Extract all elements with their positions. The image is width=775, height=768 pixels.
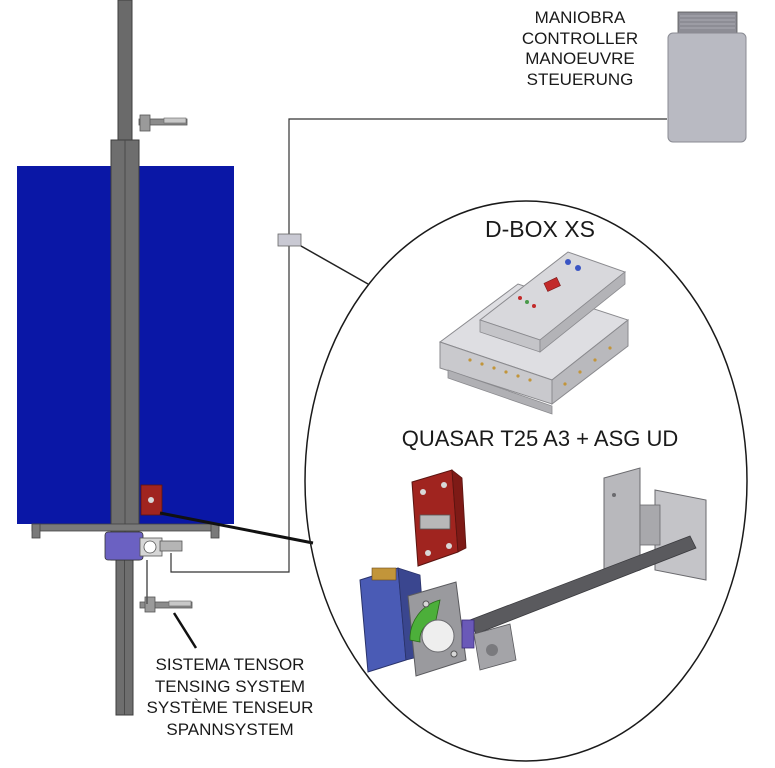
tensing-label-de: SPANNSYSTEM	[166, 719, 294, 739]
detail-callout-ellipse	[304, 200, 748, 762]
controller-label: MANIOBRA CONTROLLER MANOEUVRE STEUERUNG	[505, 8, 655, 91]
control-cable	[170, 118, 667, 573]
lower-tensing-clamp	[139, 596, 193, 613]
leader-line-bracket	[159, 511, 314, 545]
pole-red-bracket	[140, 484, 163, 516]
controller-label-de: STEUERUNG	[526, 70, 634, 90]
tensing-system-label: SISTEMA TENSOR TENSING SYSTEM SYSTÈME TE…	[130, 654, 330, 740]
bottom-crossbar	[31, 523, 220, 539]
dbox-device	[438, 251, 630, 415]
pole	[110, 0, 140, 716]
dbox-label: D-BOX XS	[485, 216, 595, 242]
tensing-label-es: SISTEMA TENSOR	[155, 655, 305, 674]
controller-box	[667, 11, 747, 143]
controller-label-en: CONTROLLER	[521, 28, 639, 48]
quasar-motor	[359, 567, 517, 677]
junction-box	[277, 233, 302, 247]
drive-shaft	[469, 535, 697, 635]
top-clamp-arm	[138, 114, 188, 132]
tensing-label-fr: SYSTÈME TENSEUR	[146, 698, 314, 718]
leader-line-dbox	[300, 245, 369, 285]
tensing-label-en: TENSING SYSTEM	[154, 676, 306, 696]
controller-label-es: MANIOBRA	[534, 8, 626, 27]
pole-motor-assembly	[104, 531, 183, 561]
controller-label-fr: MANOEUVRE	[525, 49, 635, 69]
leader-line-tensing	[172, 612, 198, 649]
quasar-label: QUASAR T25 A3 + ASG UD	[401, 426, 679, 451]
red-mounting-bracket	[411, 469, 467, 567]
